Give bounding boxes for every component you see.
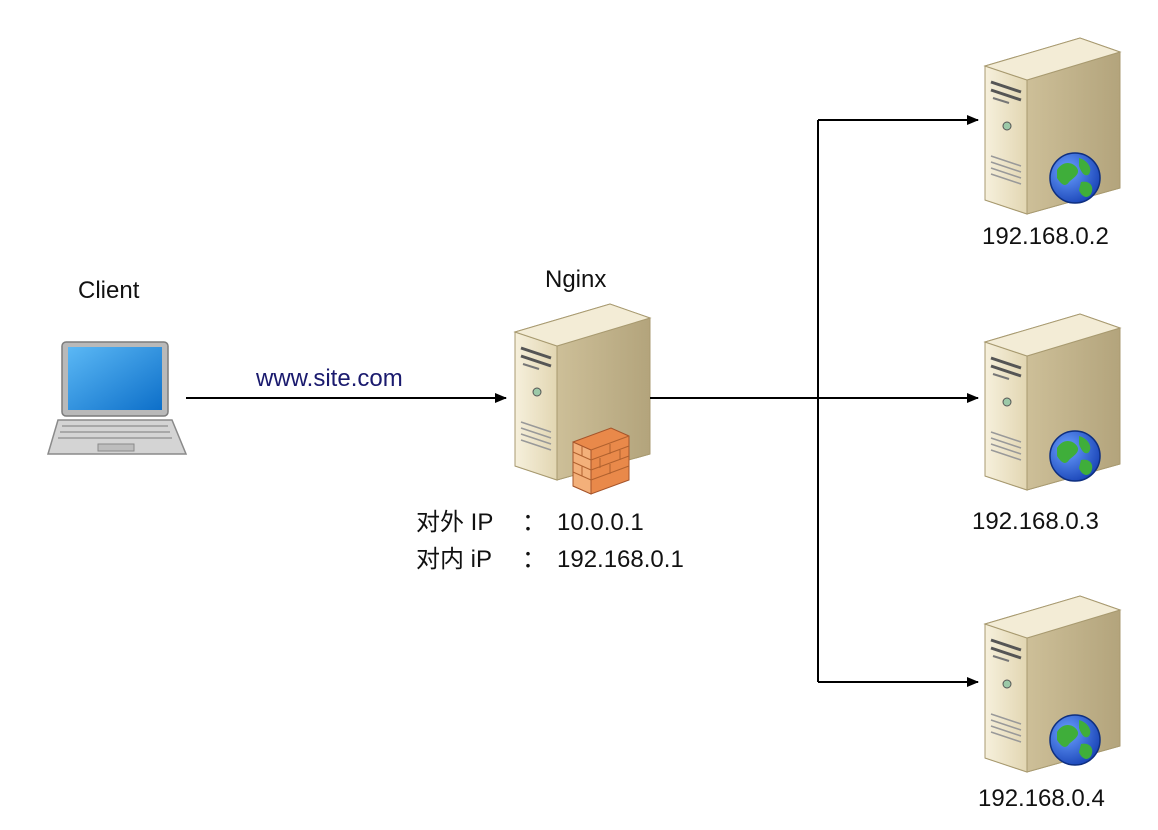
- internal-ip-separator: ：: [522, 546, 546, 573]
- internal-ip-key: 对内 iP: [416, 546, 493, 573]
- external-ip-separator: ：: [522, 509, 546, 536]
- backend-2-ip-label: 192.168.0.3: [972, 508, 1099, 535]
- internal-ip-value: 192.168.0.1: [557, 546, 684, 573]
- request-url-label: www.site.com: [256, 365, 403, 392]
- nginx-server-icon: [513, 302, 652, 495]
- backend-1-ip-label: 192.168.0.2: [982, 223, 1109, 250]
- backend-server-2-icon: [983, 312, 1122, 492]
- nginx-label: Nginx: [545, 266, 607, 293]
- external-ip-key: 对外 IP: [416, 509, 494, 536]
- backend-server-3-icon: [983, 594, 1122, 774]
- client-label: Client: [78, 277, 140, 304]
- backend-server-1-icon: [983, 36, 1122, 216]
- laptop-icon: [46, 341, 188, 455]
- backend-3-ip-label: 192.168.0.4: [978, 785, 1105, 812]
- external-ip-value: 10.0.0.1: [557, 509, 644, 536]
- firewall-icon: [572, 427, 630, 495]
